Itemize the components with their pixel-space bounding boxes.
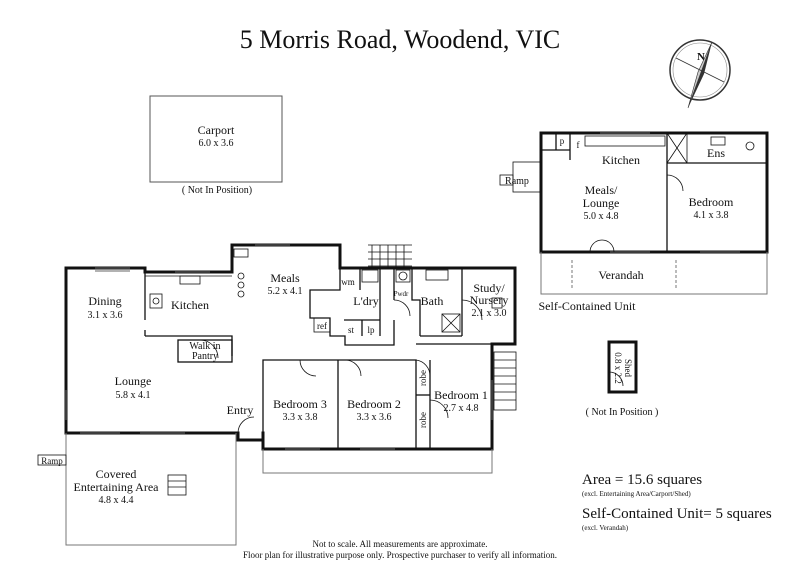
study-size: 2.1 x 3.0 — [472, 308, 507, 319]
bedroom2-size: 3.3 x 3.6 — [357, 412, 392, 423]
study-label-line2: Nursery — [470, 293, 509, 307]
unit-ensuite-label: Ens — [707, 146, 725, 160]
shed-outline — [607, 340, 638, 394]
robe-label-upper: robe — [418, 370, 428, 386]
kitchen-label: Kitchen — [171, 298, 209, 312]
robe-label-lower: robe — [418, 412, 428, 428]
unit-meals-label-line1: Meals/ — [585, 183, 618, 197]
carport-label: Carport — [198, 123, 235, 137]
unit-fridge-label: f — [577, 140, 580, 150]
st-label: st — [348, 325, 355, 335]
page-title: 5 Morris Road, Woodend, VIC — [240, 25, 561, 54]
unit-kitchen-label: Kitchen — [602, 153, 640, 167]
powder-room-label: Pwdr — [394, 290, 409, 298]
unit-bedroom-size: 4.1 x 3.8 — [694, 210, 729, 221]
unit-plan — [499, 131, 769, 295]
unit-meals-size: 5.0 x 4.8 — [584, 211, 619, 222]
meals-size: 5.2 x 4.1 — [268, 286, 303, 297]
unit-caption: Self-Contained Unit — [539, 299, 637, 313]
meals-label: Meals — [270, 271, 300, 285]
laundry-label: L'dry — [353, 294, 379, 308]
dining-label: Dining — [88, 294, 121, 308]
shed-note: ( Not In Position ) — [586, 407, 659, 418]
area-unit: Self-Contained Unit= 5 squares — [582, 506, 772, 522]
wm-label: wm — [341, 277, 355, 287]
carport-size: 6.0 x 3.6 — [199, 138, 234, 149]
ref-label: ref — [317, 321, 327, 331]
area-unit-note: (excl. Verandah) — [582, 524, 629, 532]
bedroom2-label: Bedroom 2 — [347, 397, 401, 411]
area-main: Area = 15.6 squares — [582, 472, 702, 488]
disclaimer-line2: Floor plan for illustrative purpose only… — [243, 550, 557, 560]
ramp-main-label: Ramp — [41, 456, 63, 466]
study-label-line1: Study/ — [473, 281, 505, 295]
shed-label: Shed — [623, 359, 633, 378]
bedroom3-size: 3.3 x 3.8 — [283, 412, 318, 423]
bedroom1-size: 2.7 x 4.8 — [444, 403, 479, 414]
dining-size: 3.1 x 3.6 — [88, 310, 123, 321]
pantry-label-line2: Pantry — [192, 351, 218, 362]
bedroom3-label: Bedroom 3 — [273, 397, 327, 411]
disclaimer-line1: Not to scale. All measurements are appro… — [313, 539, 488, 549]
bedroom1-label: Bedroom 1 — [434, 388, 488, 402]
unit-meals-label-line2: Lounge — [583, 196, 620, 210]
shed-size: 0.8 x 2.2 — [613, 352, 623, 384]
covered-area-size: 4.8 x 4.4 — [99, 495, 134, 506]
bath-label: Bath — [421, 294, 444, 308]
compass-icon: N — [669, 39, 731, 109]
unit-ramp-label: Ramp — [505, 176, 529, 187]
main-house-plan — [37, 243, 517, 546]
covered-area-label-line1: Covered — [96, 467, 137, 481]
covered-area-label-line2: Entertaining Area — [74, 480, 160, 494]
verandah-label: Verandah — [598, 268, 643, 282]
unit-pantry-label: p — [560, 136, 565, 146]
area-main-note: (excl. Entertaining Area/Carport/Shed) — [582, 490, 691, 498]
lounge-size: 5.8 x 4.1 — [116, 390, 151, 401]
entry-label: Entry — [227, 403, 254, 417]
compass-north-label: N — [697, 51, 705, 63]
lounge-label: Lounge — [115, 374, 152, 388]
pantry-label-line1: Walk in — [189, 341, 220, 352]
unit-bedroom-label: Bedroom — [689, 195, 734, 209]
carport-outline — [149, 95, 283, 183]
carport-note: ( Not In Position) — [182, 185, 252, 196]
lp-label: lp — [367, 325, 375, 335]
